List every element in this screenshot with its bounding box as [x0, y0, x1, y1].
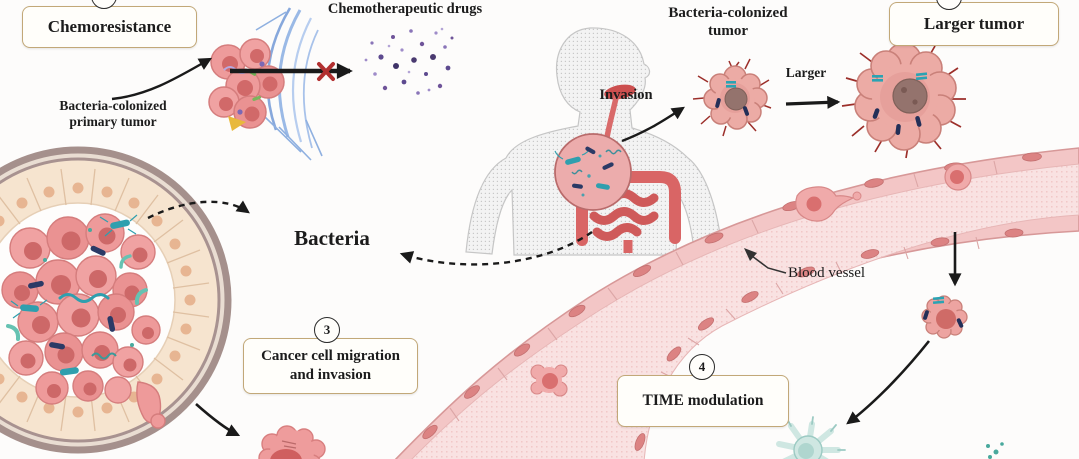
- chemoresistance-label: Chemoresistance: [47, 17, 172, 37]
- tumor-cell-nuclei: [14, 227, 154, 398]
- dashed-arrow-body-to-bacteria: [399, 231, 593, 266]
- larger-label: Larger: [785, 65, 827, 80]
- chemo-drug-particles: [364, 27, 454, 95]
- bacteria-magnifier-circle: [554, 133, 632, 211]
- arrow-invasion: [621, 106, 685, 143]
- circulating-tumor-cells: [530, 163, 972, 397]
- epithelial-nuclei: [0, 182, 196, 418]
- time-modulation-box: TIME modulation: [617, 375, 789, 427]
- bacteria-label: Bacteria: [294, 226, 370, 250]
- larger-tumor-box: Larger tumor: [889, 2, 1059, 46]
- arrow-primary-to-resistant: [111, 57, 213, 101]
- chemo-drugs-label: Chemotherapeutic drugs: [327, 1, 483, 17]
- arrow-tumor-to-migrating-cell: [195, 403, 241, 437]
- escaping-cell-tip: [150, 413, 166, 429]
- blood-vessel: [394, 147, 1079, 459]
- step-badge-4: 4: [689, 354, 715, 380]
- tumor-bacteria: [6, 214, 148, 376]
- bacteria-colonized-tumor-large: [841, 40, 966, 159]
- primary-tumor-label: Bacteria-colonized primary tumor: [59, 98, 167, 130]
- cancer-migration-line2: and invasion: [289, 367, 372, 383]
- blood-vessel-label: Blood vessel: [788, 265, 866, 281]
- bacteria-colonized-tumor-small: [692, 58, 772, 137]
- resistant-tumor-cluster: [208, 7, 323, 161]
- cancer-migration-line1: Cancer cell migration: [261, 348, 400, 365]
- step-badge-3: 3: [314, 317, 340, 343]
- time-modulation-label: TIME modulation: [642, 392, 764, 410]
- immune-cell-teal: [776, 416, 1004, 459]
- invasion-label: Invasion: [599, 87, 653, 103]
- disseminated-tumor-cell: [921, 295, 968, 339]
- chemoresistance-box: Chemoresistance: [22, 6, 197, 48]
- larger-tumor-label: Larger tumor: [923, 14, 1025, 34]
- yellow-fragment: [228, 116, 246, 131]
- blood-vessel-leader-line: [744, 248, 787, 274]
- primary-tumor-cross-section: [0, 146, 232, 454]
- dashed-arrow-tumor-to-bacteria: [147, 200, 250, 220]
- blocked-x-mark: [317, 62, 335, 81]
- arrow-cell-to-immune: [846, 340, 931, 425]
- migrating-cancer-cell: [258, 425, 326, 459]
- cancer-migration-box: Cancer cell migration and invasion: [243, 338, 418, 394]
- arrow-larger: [785, 95, 841, 109]
- colonized-tumor-label: Bacteria-colonized tumor: [668, 5, 788, 40]
